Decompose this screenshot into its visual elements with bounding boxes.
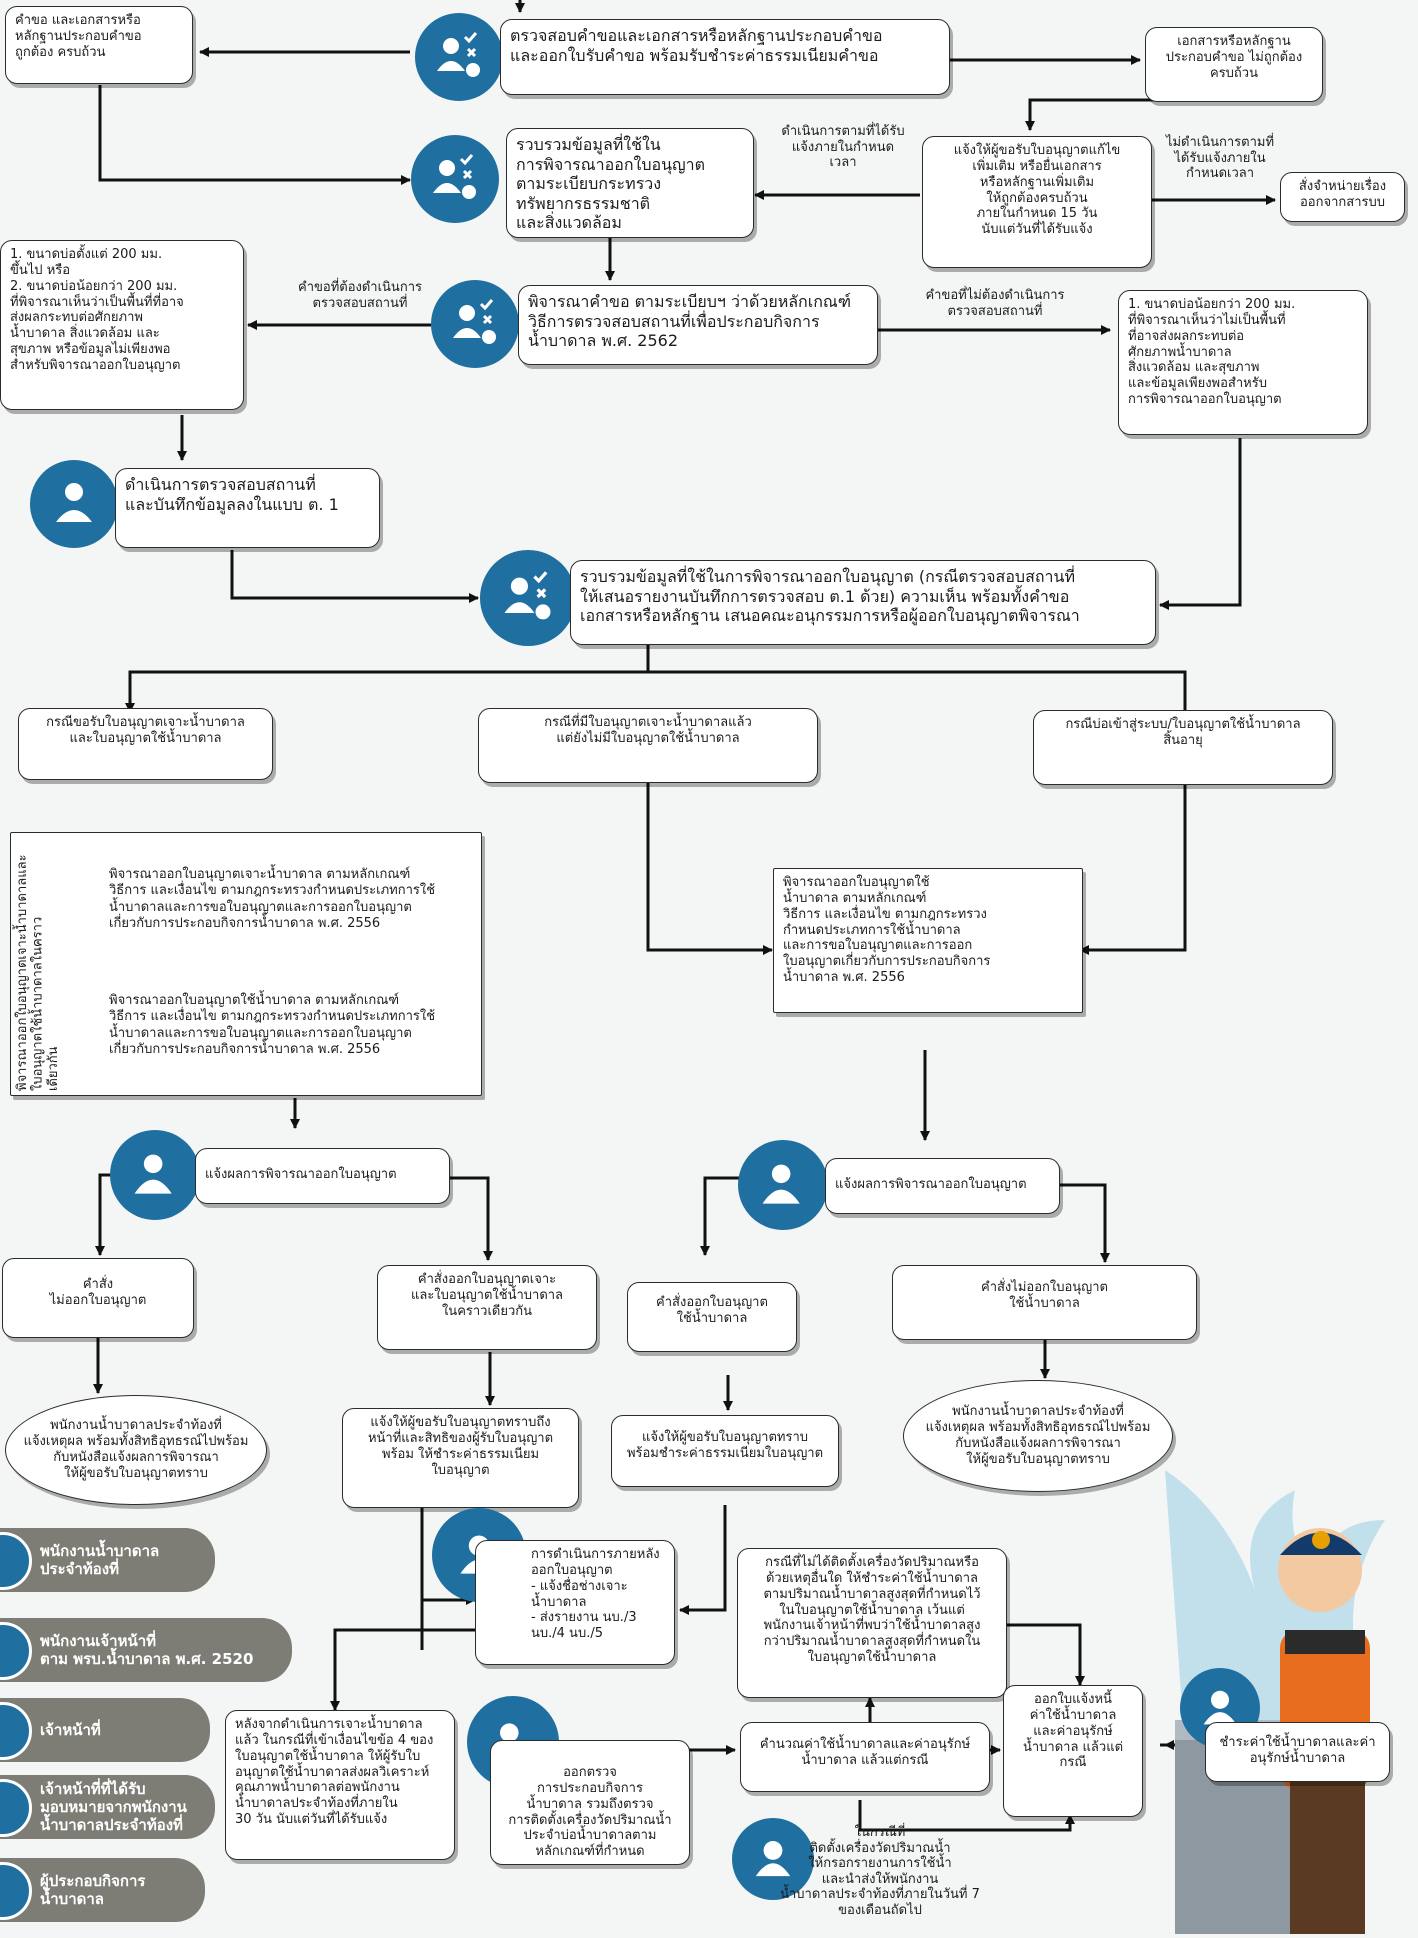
legend-operator: ผู้ประกอบกิจการ น้ำบาดาล — [0, 1858, 205, 1922]
legend-local-officer: พนักงานน้ำบาดาล ประจำท้องที่ — [0, 1528, 215, 1592]
step-remove-case: สั่งจำหน่ายเรื่อง ออกจากสารบบ — [1280, 172, 1405, 222]
legend-delegated-staff: เจ้าหน้าที่ที่ได้รับ มอบหมายจากพนักงาน น… — [0, 1775, 215, 1839]
step-calculate-fee: คำนวณค่าใช้น้ำบาดาลและค่าอนุรักษ์ น้ำบาด… — [740, 1722, 990, 1792]
person-check-icon — [415, 13, 503, 101]
consider-drill-text: พิจารณาออกใบอนุญาตเจาะน้ำบาดาล ตามหลักเก… — [109, 867, 436, 931]
step-consider-both-licenses: พิจารณาออกใบอนุญาตเจาะน้ำบาดาลและ ใบอนุญ… — [10, 832, 482, 1096]
person-check-icon — [431, 280, 519, 368]
step-consider-use-license: พิจารณาออกใบอนุญาตใช้ น้ำบาดาล ตามหลักเก… — [773, 868, 1083, 1013]
case-drill-and-use: กรณีขอรับใบอนุญาตเจาะน้ำบาดาล และใบอนุญา… — [18, 708, 273, 780]
legend-duty-officer: พนักงานเจ้าหน้าที่ ตาม พรบ.น้ำบาดาล พ.ศ.… — [0, 1618, 292, 1682]
label-no-inspection: คำขอที่ไม่ต้องดำเนินการ ตรวจสอบสถานที่ — [925, 288, 1065, 319]
step-docs-incomplete: เอกสารหรือหลักฐาน ประกอบคำขอ ไม่ถูกต้อง … — [1145, 27, 1323, 102]
label-done-in-time: ดำเนินการตามที่ได้รับ แจ้งภายในกำหนด เวล… — [781, 124, 905, 171]
step-site-inspection: ดำเนินการตรวจสอบสถานที่ และบันทึกข้อมูลล… — [115, 468, 380, 548]
order-issue-use: คำสั่งออกใบอนุญาต ใช้น้ำบาดาล — [627, 1282, 797, 1352]
step-inspect-business: ออกตรวจ การประกอบกิจการ น้ำบาดาล รวมถึงต… — [490, 1740, 690, 1865]
step-notify-left: แจ้งผลการพิจารณาออกใบอนุญาต — [195, 1148, 450, 1204]
label-not-done-in-time: ไม่ดำเนินการตามที่ ได้รับแจ้งภายใน กำหนด… — [1165, 135, 1275, 182]
step-officer-notify-left: พนักงานน้ำบาดาลประจำท้องที่ แจ้งเหตุผล พ… — [5, 1395, 267, 1505]
step-small-well: 1. ขนาดบ่อน้อยกว่า 200 มม. ที่พิจารณาเห็… — [1118, 290, 1368, 435]
step-no-meter: กรณีที่ไม่ได้ติดตั้งเครื่องวัดปริมาณหรือ… — [737, 1548, 1007, 1698]
case-system-entry: กรณีบ่อเข้าสู่ระบบ/ใบอนุญาตใช้น้ำบาดาล ส… — [1033, 710, 1333, 785]
person-icon — [732, 1818, 814, 1900]
consider-use-text: พิจารณาออกใบอนุญาตใช้น้ำบาดาล ตามหลักเกณ… — [109, 993, 436, 1057]
step-check-docs: ตรวจสอบคำขอและเอกสารหรือหลักฐานประกอบคำข… — [500, 19, 950, 95]
step-collect-propose: รวบรวมข้อมูลที่ใช้ในการพิจารณาออกใบอนุญา… — [570, 560, 1156, 645]
legend-staff: เจ้าหน้าที่ — [0, 1698, 210, 1762]
step-consider-request: พิจารณาคำขอ ตามระเบียบฯ ว่าด้วยหลักเกณฑ์… — [518, 285, 878, 365]
step-notify-duties: แจ้งให้ผู้ขอรับใบอนุญาตทราบถึง หน้าที่แล… — [342, 1408, 579, 1508]
step-pay-fee: ชำระค่าใช้น้ำบาดาลและค่า อนุรักษ์น้ำบาดา… — [1205, 1722, 1390, 1782]
person-icon — [738, 1140, 828, 1230]
step-officer-notify-right: พนักงานน้ำบาดาลประจำท้องที่ แจ้งเหตุผล พ… — [903, 1380, 1173, 1492]
order-no-license-right: คำสั่งไม่ออกใบอนุญาต ใช้น้ำบาดาล — [892, 1265, 1197, 1340]
step-notify-right: แจ้งผลการพิจารณาออกใบอนุญาต — [825, 1158, 1060, 1214]
step-well-size-conditions: 1. ขนาดบ่อตั้งแต่ 200 มม. ขึ้นไป หรือ 2.… — [0, 240, 244, 410]
person-icon — [110, 1130, 200, 1220]
step-water-quality-report: หลังจากดำเนินการเจาะน้ำบาดาล แล้ว ในกรณี… — [225, 1710, 455, 1860]
person-check-icon — [411, 135, 499, 223]
step-docs-complete: คำขอ และเอกสารหรือ หลักฐานประกอบคำขอ ถูก… — [5, 6, 193, 84]
step-meter-report: ในกรณีที่ ติดตั้งเครื่องวัดปริมาณน้ำ ให้… — [780, 1825, 980, 1918]
case-drill-only: กรณีที่มีใบอนุญาตเจาะน้ำบาดาลแล้ว แต่ยัง… — [478, 708, 818, 783]
order-no-license-left: คำสั่ง ไม่ออกใบอนุญาต — [2, 1258, 194, 1338]
step-notify-fee: แจ้งให้ผู้ขอรับใบอนุญาตทราบ พร้อมชำระค่า… — [611, 1415, 839, 1487]
inspector-icon — [30, 460, 118, 548]
order-issue-both: คำสั่งออกใบอนุญาตเจาะ และใบอนุญาตใช้น้ำบ… — [377, 1265, 597, 1350]
step-collect-info: รวบรวมข้อมูลที่ใช้ใน การพิจารณาออกใบอนุญ… — [506, 128, 754, 238]
person-check-icon — [480, 550, 576, 646]
step-request-fix: แจ้งให้ผู้ขอรับใบอนุญาตแก้ไข เพิ่มเติม ห… — [922, 136, 1152, 268]
step-issue-invoice: ออกใบแจ้งหนี้ ค่าใช้น้ำบาดาล และค่าอนุรั… — [1003, 1685, 1143, 1817]
label-need-inspection: คำขอที่ต้องดำเนินการ ตรวจสอบสถานที่ — [298, 280, 422, 311]
step-after-drilling: การดำเนินการภายหลัง ออกใบอนุญาต - แจ้งชื… — [475, 1540, 675, 1665]
side-label-consider: พิจารณาออกใบอนุญาตเจาะน้ำบาดาลและ ใบอนุญ… — [15, 854, 62, 1091]
